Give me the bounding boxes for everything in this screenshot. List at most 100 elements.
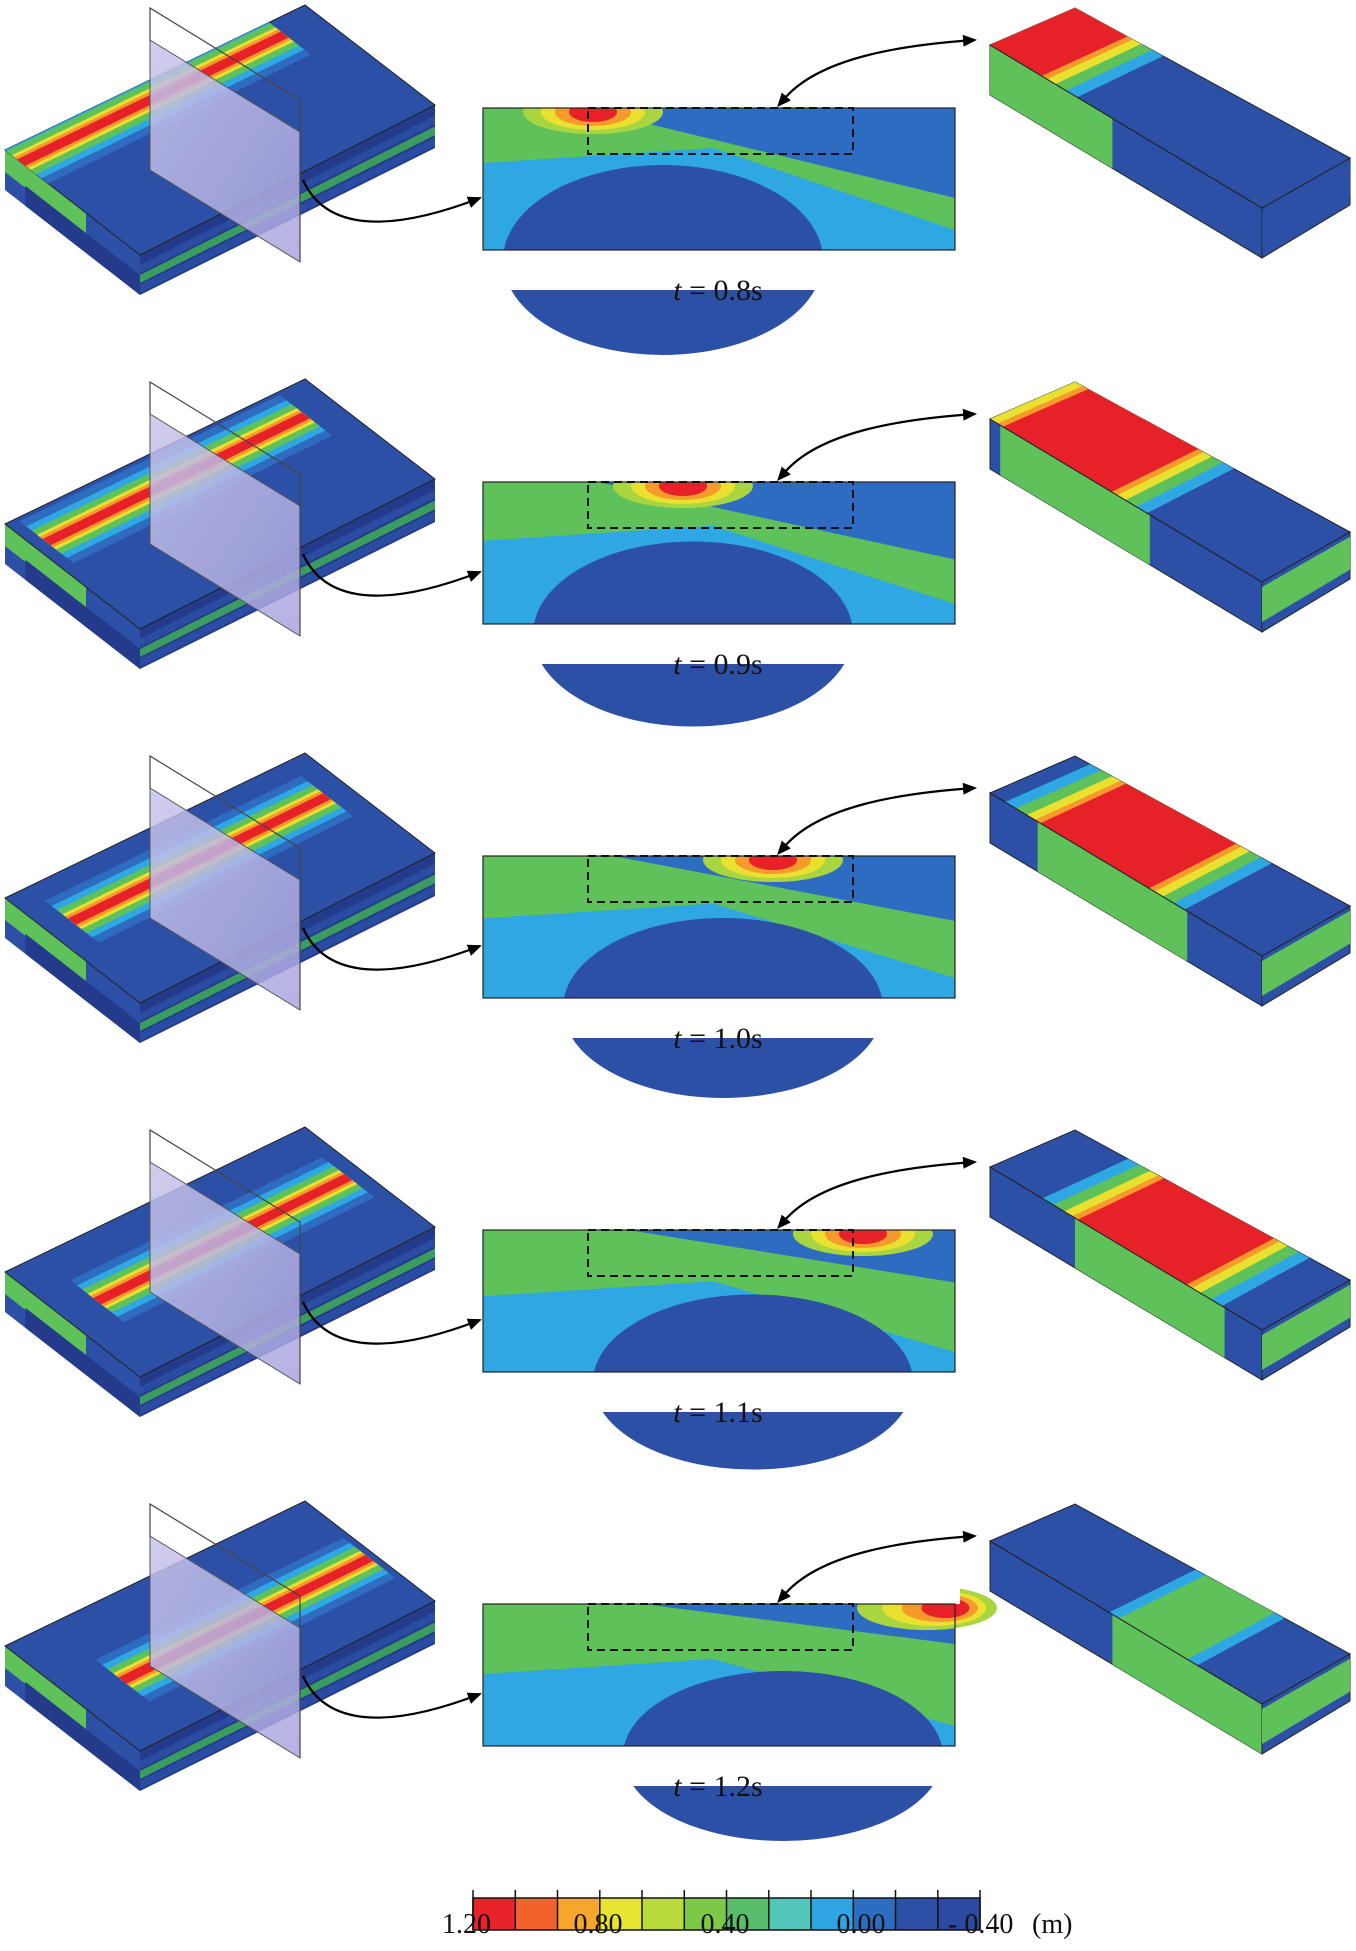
time-value: = 0.8s: [689, 274, 763, 307]
detail-box: [587, 1229, 854, 1277]
colorbar-swatch: [937, 1898, 981, 1930]
colorbar-swatches: [472, 1897, 981, 1931]
left-slab: [4, 1500, 436, 1791]
time-label: t = 0.8s: [673, 274, 762, 307]
cross-section-mask-top: [478, 442, 960, 482]
time-label: t = 0.9s: [673, 648, 762, 681]
cross-section-green-layer: [483, 856, 955, 998]
right-slab: [988, 755, 1352, 1007]
colorbar-label-4: 0.00: [837, 1909, 886, 1940]
cross-section-mask-bottom: [478, 624, 960, 664]
cutting-plane-edge: [149, 1128, 301, 1384]
time-variable: t: [673, 1396, 689, 1429]
time-value: = 1.0s: [689, 1022, 763, 1055]
cutting-plane-edge: [149, 6, 301, 262]
right-slab-end-band: [1262, 162, 1350, 248]
left-slab-end-band: [5, 150, 86, 235]
right-slab: [988, 381, 1352, 633]
left-slab-end-band: [25, 1681, 140, 1791]
right-slab-crest: [1077, 1178, 1274, 1285]
cross-section-green-layer: [483, 1230, 955, 1372]
right-slab-crest: [1141, 1587, 1253, 1647]
time-row: t = 1.0s: [4, 752, 1352, 1098]
colorbar-label-5: - 0.40: [948, 1909, 1013, 1940]
right-slab-edge: [989, 44, 1263, 209]
section-arrow: [301, 553, 482, 597]
detail-box: [587, 855, 854, 903]
section-arrow: [301, 927, 482, 971]
right-slab-front-band: [1075, 1217, 1225, 1358]
colorbar-swatch: [473, 1898, 516, 1930]
section-arrow: [301, 1301, 482, 1345]
right-slab-crest: [1040, 783, 1236, 889]
right-slab: [988, 1129, 1352, 1381]
zoom-arrow: [777, 782, 977, 856]
cross-section: [478, 1190, 960, 1470]
left-slab-end-band: [5, 524, 86, 609]
cross-section-mask-bottom: [478, 998, 960, 1038]
time-row: t = 1.2s: [4, 1500, 1352, 1841]
left-slab-end-band: [25, 559, 140, 669]
section-arrow: [301, 179, 482, 223]
time-variable: t: [673, 274, 689, 307]
rows-layer: t = 0.8st = 0.9st = 1.0st = 1.1st = 1.2s: [4, 4, 1352, 1841]
cutting-plane-edge: [149, 754, 301, 1010]
time-value: = 1.1s: [689, 1396, 763, 1429]
time-variable: t: [673, 1770, 689, 1803]
right-slab-front-band: [1037, 821, 1188, 962]
cutting-plane-edge: [149, 380, 301, 636]
right-slab-edge: [989, 418, 1263, 583]
right-slab-end-band: [1262, 536, 1350, 622]
time-row: t = 0.9s: [4, 378, 1352, 727]
right-slab-front-band: [990, 45, 1113, 169]
time-label: t = 1.2s: [673, 1770, 762, 1803]
cutting-plane-edge: [149, 1502, 301, 1758]
colorbar-label-3: 0.40: [701, 1909, 750, 1940]
cross-section: [478, 68, 960, 355]
time-variable: t: [673, 648, 689, 681]
left-slab: [4, 752, 436, 1043]
right-slab-edge: [989, 792, 1263, 957]
right-slab: [988, 7, 1352, 259]
colorbar-label-2: 0.80: [574, 1909, 623, 1940]
section-arrow: [301, 1675, 482, 1719]
cross-section: [478, 442, 960, 727]
detail-box: [587, 1603, 854, 1651]
left-slab-end-band: [5, 898, 86, 983]
cross-section: [478, 816, 960, 1098]
right-slab-crest: [1002, 389, 1199, 492]
right-slab-end-band: [1262, 1284, 1350, 1370]
time-row: t = 1.1s: [4, 1126, 1352, 1470]
colorbar-unit: (m): [1032, 1909, 1072, 1940]
left-slab: [4, 378, 436, 669]
cross-section-mask-top: [478, 1190, 960, 1230]
left-slab-end-band: [25, 185, 140, 295]
time-value: = 0.9s: [689, 648, 763, 681]
left-slab-end-band: [25, 933, 140, 1043]
cross-section-mask-top: [478, 68, 960, 108]
time-label: t = 1.1s: [673, 1396, 762, 1429]
cross-section-mask-top: [478, 816, 960, 856]
colorbar-swatch: [557, 1898, 600, 1930]
cross-section-mask-bottom: [478, 250, 960, 290]
zoom-arrow: [777, 408, 977, 482]
right-slab-end-band: [1262, 1658, 1350, 1744]
left-slab: [4, 1126, 436, 1417]
right-slab-edge: [989, 1540, 1263, 1705]
right-slab-front-band: [1112, 1614, 1262, 1754]
cross-section-green-layer: [483, 108, 955, 250]
zoom-arrow: [777, 34, 977, 108]
colorbar-swatch: [515, 1898, 558, 1930]
time-variable: t: [673, 1022, 689, 1055]
colorbar-swatch: [599, 1898, 643, 1930]
zoom-arrow: [777, 1156, 977, 1230]
colorbar-ticks: [472, 1890, 981, 1930]
colorbar-labels: 1.20 0.80 0.40 0.00 - 0.40 (m): [442, 1909, 1072, 1940]
left-slab-end-band: [5, 1646, 86, 1731]
right-slab-crest: [990, 8, 1128, 76]
colorbar-swatch: [895, 1898, 938, 1930]
left-slab-end-band: [25, 1307, 140, 1417]
colorbar-label-1: 1.20: [442, 1909, 491, 1940]
right-slab-edge: [989, 1166, 1263, 1331]
left-slab: [4, 4, 436, 295]
